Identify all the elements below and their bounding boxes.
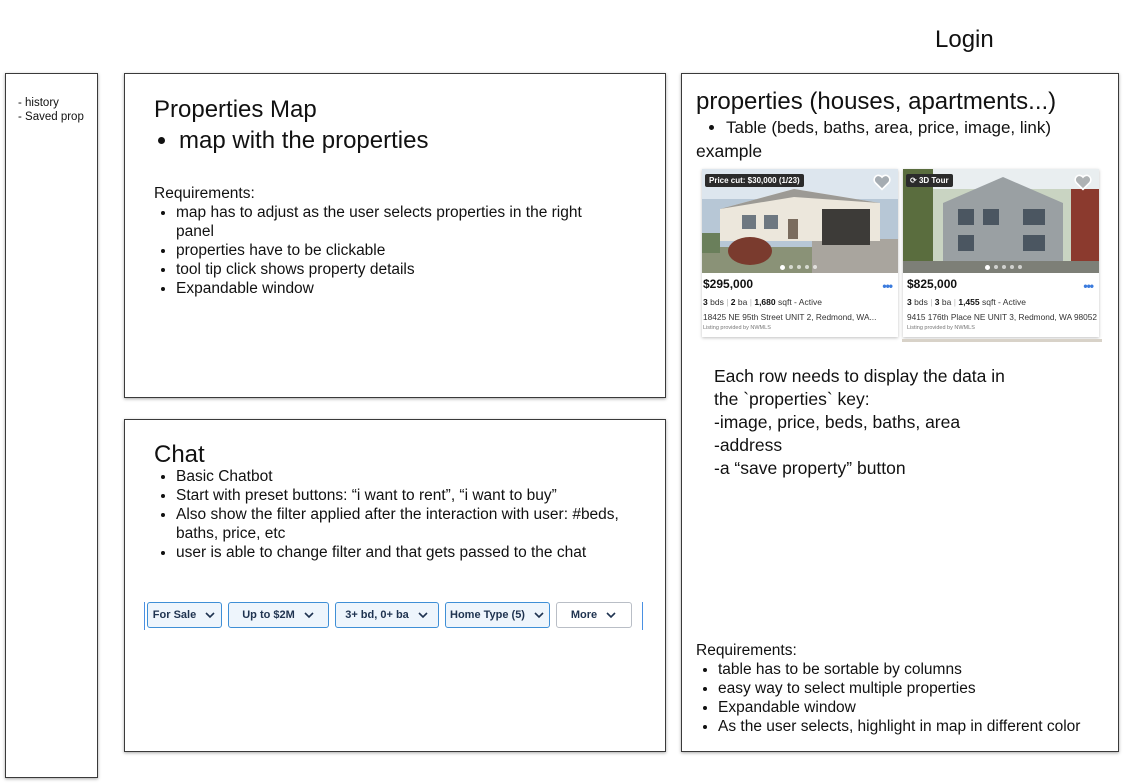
filter-more-button[interactable]: More [556, 602, 632, 628]
requirement-item: easy way to select multiple properties [718, 679, 1116, 698]
3d-tour-icon: ⟳ [910, 176, 919, 185]
property-image[interactable]: Price cut: $30,000 (1/23) [702, 169, 898, 273]
row-note: the `properties` key: [714, 389, 870, 409]
properties-map-panel: Properties Map map with the properties R… [124, 73, 666, 398]
property-card[interactable]: Price cut: $30,000 (1/23) $295,000 ••• 3… [702, 169, 898, 337]
card-edge [902, 339, 1102, 342]
property-address[interactable]: 9415 176th Place NE UNIT 3, Redmond, WA … [907, 312, 1098, 322]
row-note: -a “save property” button [714, 458, 906, 478]
filter-home-type-button[interactable]: Home Type (5) [445, 602, 550, 628]
requirement-item: properties have to be clickable [176, 241, 614, 260]
requirement-item: map has to adjust as the user selects pr… [176, 203, 614, 241]
3d-tour-badge: ⟳ 3D Tour [906, 174, 953, 187]
row-note: Each row needs to display the data in [714, 366, 1005, 386]
chat-panel: Chat Basic Chatbot Start with preset but… [124, 419, 666, 752]
requirement-item: Expandable window [176, 279, 614, 298]
filter-label: 3+ bd, 0+ ba [345, 609, 409, 621]
filter-bar-edge [642, 602, 643, 630]
map-bullet: map with the properties [179, 126, 428, 156]
property-facts: 3 bds | 2 ba | 1,680 sqft - Active [703, 297, 822, 307]
filter-label: Up to $2M [242, 609, 295, 621]
chevron-down-icon [534, 612, 544, 619]
chat-bullet: user is able to change filter and that g… [176, 543, 656, 562]
map-panel-title: Properties Map [154, 96, 317, 123]
filter-label: Home Type (5) [450, 609, 525, 621]
chat-panel-title: Chat [154, 441, 205, 468]
more-options-icon[interactable]: ••• [1083, 279, 1094, 293]
properties-panel: properties (houses, apartments...) Table… [681, 73, 1119, 752]
map-panel-bullets: map with the properties [157, 126, 428, 156]
filter-bar-edge [144, 602, 145, 630]
carousel-dots[interactable] [985, 264, 1022, 270]
sidebar-item-history[interactable]: - history [18, 97, 59, 109]
requirement-item: As the user selects, highlight in map in… [718, 717, 1116, 736]
row-note: -address [714, 435, 783, 455]
chevron-down-icon [205, 612, 215, 619]
carousel-dots[interactable] [780, 264, 817, 270]
listing-provider: Listing provided by NWMLS [703, 325, 771, 331]
heart-icon[interactable] [1073, 173, 1093, 191]
requirements-label: Requirements: [696, 642, 797, 659]
property-image[interactable]: ⟳ 3D Tour [903, 169, 1099, 273]
filter-beds-baths-button[interactable]: 3+ bd, 0+ ba [335, 602, 439, 628]
property-cards: Price cut: $30,000 (1/23) $295,000 ••• 3… [702, 169, 1104, 343]
properties-panel-title: properties (houses, apartments...) [696, 88, 1057, 115]
property-card[interactable]: ⟳ 3D Tour $825,000 ••• 3 bds | 3 ba | 1,… [903, 169, 1099, 337]
heart-icon[interactable] [872, 173, 892, 191]
row-display-notes: Each row needs to display the data in th… [714, 365, 1005, 480]
properties-requirements: Requirements: table has to be sortable b… [696, 641, 1116, 736]
chat-bullet: Start with preset buttons: “i want to re… [176, 486, 656, 505]
map-requirements: Requirements: map has to adjust as the u… [154, 184, 614, 298]
chat-bullet: Basic Chatbot [176, 467, 656, 486]
sidebar: - history - Saved prop [5, 73, 98, 778]
property-facts: 3 bds | 3 ba | 1,455 sqft - Active [907, 297, 1026, 307]
requirement-item: table has to be sortable by columns [718, 660, 1116, 679]
sidebar-item-saved-prop[interactable]: - Saved prop [18, 111, 84, 123]
login-link[interactable]: Login [935, 26, 994, 53]
chevron-down-icon [606, 612, 616, 619]
property-address[interactable]: 18425 NE 95th Street UNIT 2, Redmond, WA… [703, 312, 877, 322]
chat-panel-bullets: Basic Chatbot Start with preset buttons:… [154, 467, 656, 562]
property-price: $295,000 [703, 277, 754, 291]
filter-label: More [570, 609, 598, 621]
requirement-item: tool tip click shows property details [176, 260, 614, 279]
more-options-icon[interactable]: ••• [882, 279, 893, 293]
properties-bullets: Table (beds, baths, area, price, image, … [704, 118, 1051, 138]
chat-bullet: Also show the filter applied after the i… [176, 505, 656, 543]
chevron-down-icon [418, 612, 428, 619]
chevron-down-icon [304, 612, 314, 619]
property-price: $825,000 [907, 277, 958, 291]
filter-bar: For Sale Up to $2M 3+ bd, 0+ ba Home Typ… [144, 602, 643, 630]
filter-price-button[interactable]: Up to $2M [228, 602, 329, 628]
filter-for-sale-button[interactable]: For Sale [147, 602, 222, 628]
filter-label: For Sale [152, 609, 197, 621]
listing-provider: Listing provided by NWMLS [907, 325, 975, 331]
price-cut-badge: Price cut: $30,000 (1/23) [705, 174, 804, 187]
example-label: example [696, 141, 763, 161]
row-note: -image, price, beds, baths, area [714, 412, 961, 432]
requirements-label: Requirements: [154, 185, 255, 202]
properties-bullet: Table (beds, baths, area, price, image, … [726, 118, 1051, 138]
requirement-item: Expandable window [718, 698, 1116, 717]
